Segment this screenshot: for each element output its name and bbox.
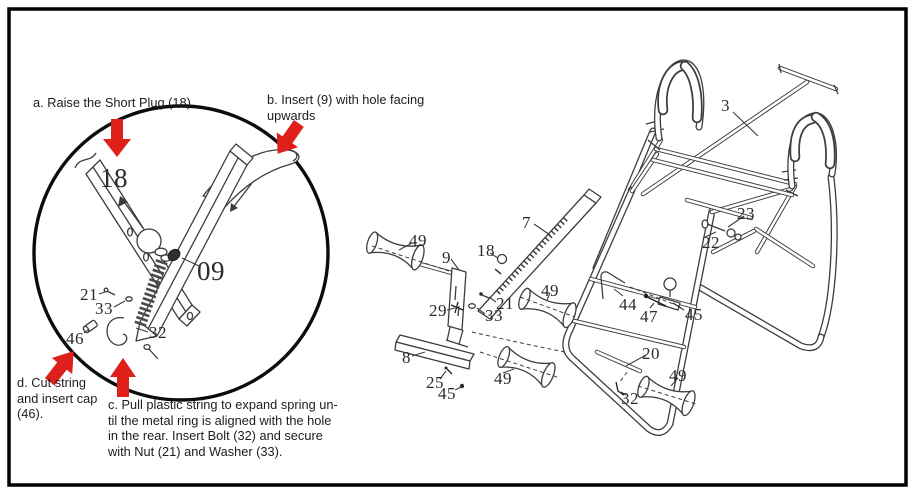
- part-label: 49: [669, 366, 687, 385]
- foot-bar-drawing: [394, 326, 475, 370]
- bolt-32-drawing: [143, 343, 159, 360]
- bolt-47-drawing: [646, 296, 667, 307]
- annotation-line: d. Cut string: [17, 375, 86, 390]
- u-pin-44-drawing: [600, 271, 626, 300]
- part-label: 3: [721, 96, 730, 115]
- part-label: 29: [429, 301, 447, 320]
- annotation-step-c: c. Pull plastic string to expand spring …: [108, 397, 338, 459]
- annotation-step-d: d. Cut string and insert cap (46).: [17, 375, 97, 422]
- assembly-axis-dashes: [371, 245, 697, 405]
- annotation-step-a: a. Raise the Short Plug (18): [33, 95, 191, 111]
- annotation-line: in the rear. Insert Bolt (32) and secure: [108, 428, 323, 444]
- part-label: 33: [485, 306, 503, 325]
- part-label: 49: [494, 369, 512, 388]
- plug-bar-drawing: [135, 143, 254, 342]
- part-label: 49: [541, 281, 559, 300]
- arrow-step-d-icon: [44, 351, 74, 386]
- part-label: 45: [685, 305, 703, 324]
- detail-circle-drawing: [32, 104, 330, 402]
- part-label: 33: [95, 299, 113, 318]
- annotation-line: c. Pull plastic string to expand spring …: [108, 397, 338, 412]
- part-label: 47: [640, 307, 658, 326]
- pin-18-drawing: [496, 253, 508, 265]
- annotation-step-b: b. Insert (9) with hole facing upwards: [267, 92, 424, 123]
- part-label: 21: [496, 294, 514, 313]
- part-label: 18: [477, 241, 495, 260]
- annotation-line: and insert cap: [17, 390, 98, 406]
- annotation-line: upwards: [267, 107, 316, 123]
- t-bar-drawing: [640, 63, 839, 197]
- part-label: 32: [149, 323, 167, 342]
- annotation-line: with Nut (21) and Washer (33).: [108, 443, 283, 459]
- magnifier-circle: [32, 104, 330, 402]
- part-label: 25: [426, 373, 444, 392]
- handle-loop-right-drawing: [787, 111, 837, 190]
- part-label: 8: [402, 348, 411, 367]
- part-label: 20: [642, 344, 660, 363]
- page-border: [7, 7, 908, 487]
- annotation-line: (46).: [17, 406, 44, 422]
- ankle-bracket-drawing: [406, 258, 467, 331]
- foam-roller: [637, 375, 696, 417]
- part-label: 32: [621, 389, 639, 408]
- bolt-23-drawing: [701, 219, 742, 241]
- lock-knob-drawing: [663, 277, 677, 291]
- part-label: 45: [438, 384, 456, 403]
- part-label: 46: [66, 329, 84, 348]
- exploded-frame-drawing: [366, 59, 839, 436]
- spring-drawing: [134, 259, 168, 327]
- foam-roller: [497, 346, 556, 388]
- label-leaders: [398, 111, 759, 396]
- annotation-line: a. Raise the Short Plug (18): [33, 95, 191, 110]
- pin-32-drawing: [615, 381, 625, 396]
- arrow-step-a-icon: [103, 119, 131, 157]
- part-label: 7: [522, 213, 531, 232]
- part-label: 18: [100, 163, 128, 193]
- annotation-line: til the metal ring is aligned with the h…: [108, 412, 332, 428]
- ratchet-bar-drawing: [477, 188, 602, 320]
- foam-roller: [366, 231, 425, 271]
- part-label: 9: [442, 248, 451, 267]
- arrow-step-b-icon: [276, 119, 304, 154]
- cap-drawing: [82, 319, 98, 334]
- part-label: 23: [737, 204, 755, 223]
- part-label: 09: [197, 256, 225, 286]
- pin-25-drawing: [446, 368, 453, 375]
- knob-and-ring-drawing: [136, 228, 181, 262]
- annotation-line: b. Insert (9) with hole facing: [267, 92, 425, 107]
- insert-direction-arrows: [118, 182, 253, 229]
- hook-drawing: [106, 316, 128, 346]
- part-label: 22: [702, 233, 720, 252]
- part-label: 49: [409, 231, 427, 250]
- part-label: 21: [80, 285, 98, 304]
- handle-loop-left-drawing: [654, 59, 705, 142]
- part-label: 44: [619, 295, 637, 314]
- arrow-step-c-icon: [110, 358, 136, 397]
- clamp-29-drawing: [450, 301, 464, 314]
- red-step-arrows: [44, 119, 304, 397]
